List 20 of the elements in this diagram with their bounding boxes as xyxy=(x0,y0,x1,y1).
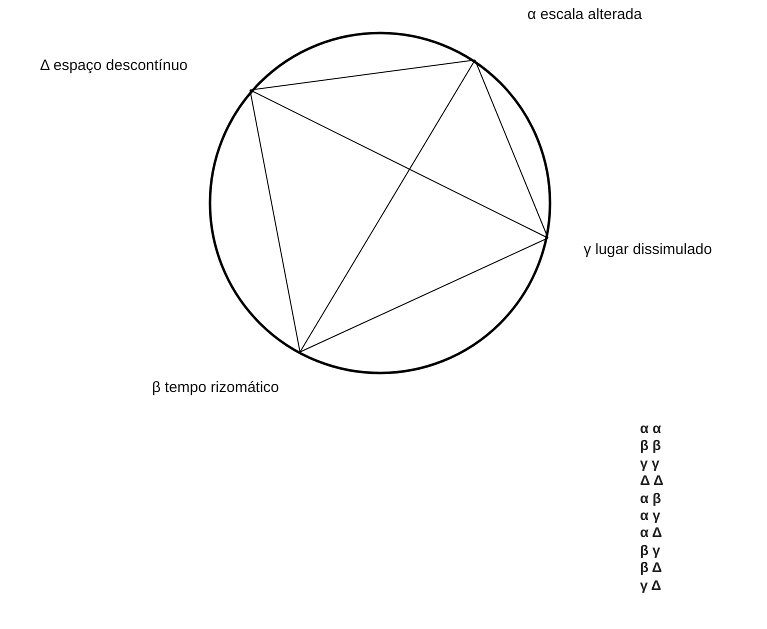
chord-line xyxy=(474,60,548,238)
vertex-label: γ lugar dissimulado xyxy=(584,241,712,258)
symbol-pair: β γ xyxy=(640,542,660,559)
chord-line xyxy=(250,90,548,238)
symbol-pair: γ γ xyxy=(640,454,660,472)
vertex-label: Δ espaço descontínuo xyxy=(40,57,188,74)
symbol-pair: α α xyxy=(640,420,662,437)
vertex-label: β tempo rizomático xyxy=(152,379,280,396)
chord-line xyxy=(250,60,476,90)
chord-line xyxy=(250,90,300,352)
vertex-label: α escala alterada xyxy=(527,6,642,23)
symbol-pair: α Δ xyxy=(640,524,662,542)
symbol-pair: β β xyxy=(640,437,661,454)
symbol-pair: α γ xyxy=(640,507,660,524)
symbol-pair: Δ Δ xyxy=(640,472,664,490)
symbol-pair: α β xyxy=(640,490,662,507)
symbol-pair: γ Δ xyxy=(640,576,662,594)
chord-line xyxy=(300,238,548,352)
chord-line xyxy=(300,60,476,352)
symbol-pair: β Δ xyxy=(640,559,662,576)
